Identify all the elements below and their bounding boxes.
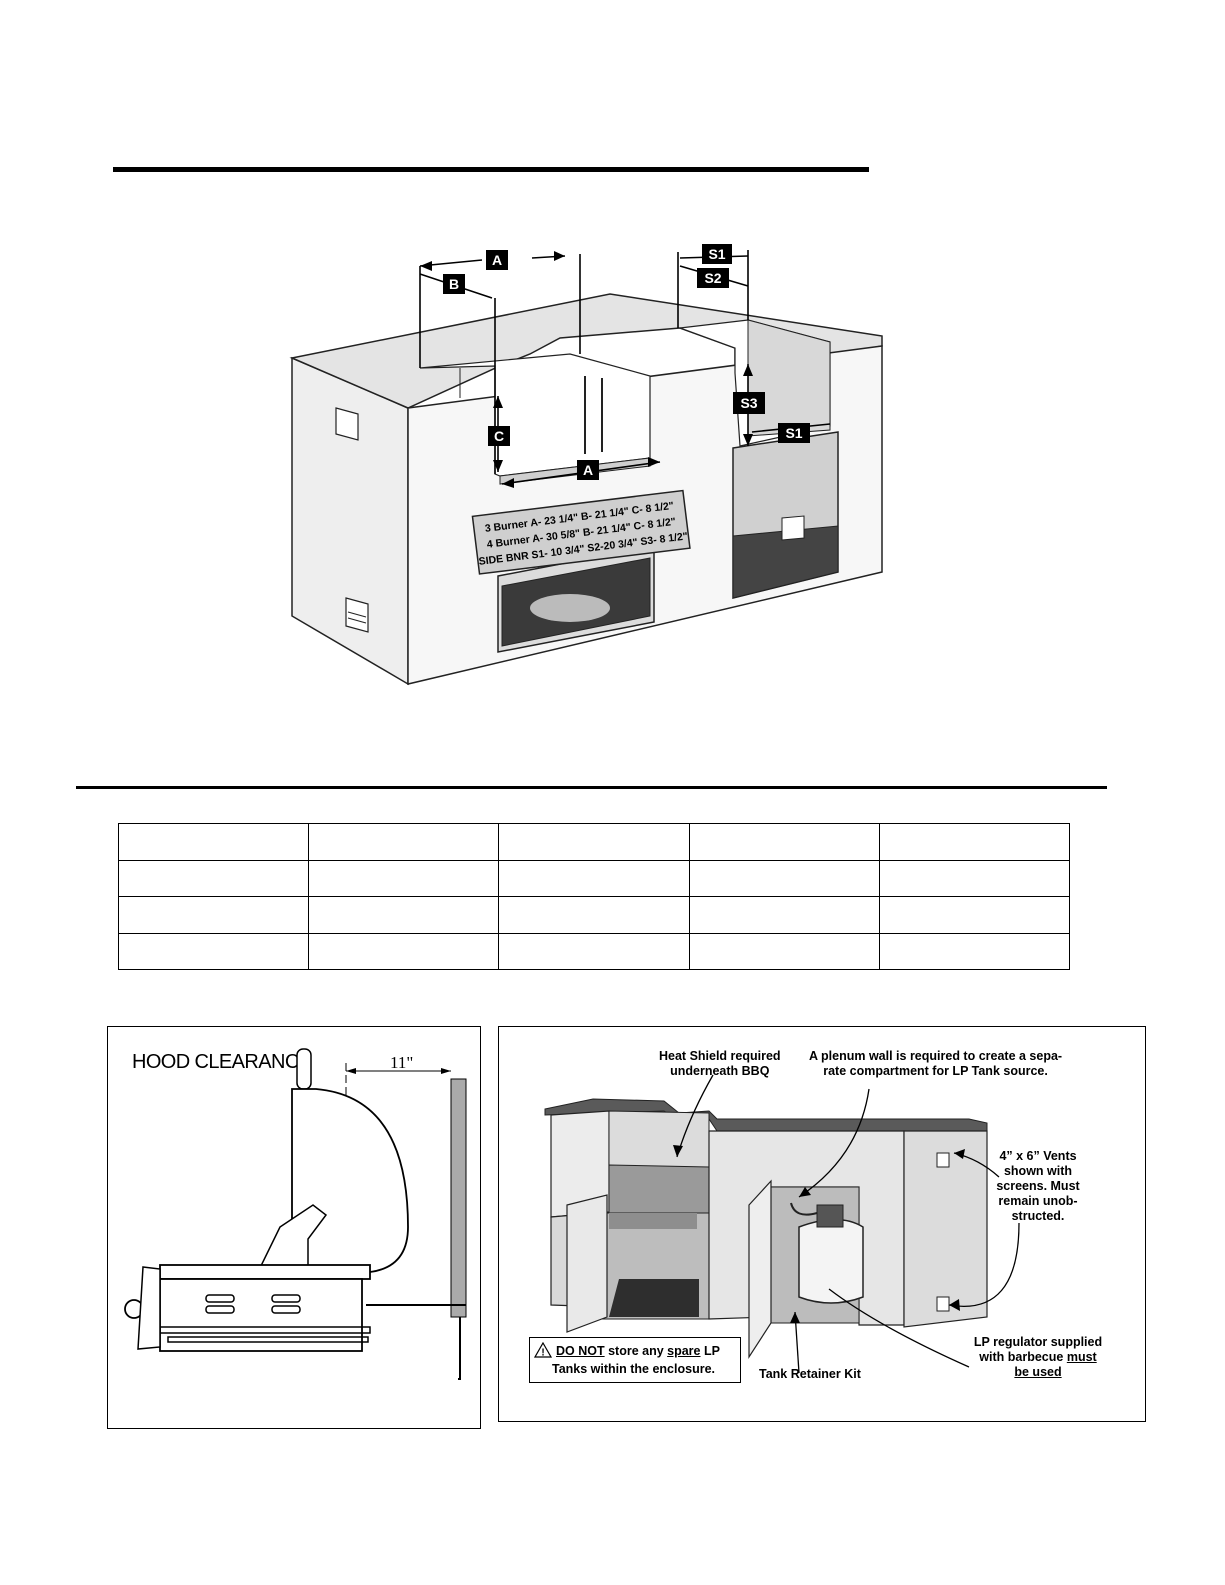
table-cell	[688, 859, 880, 897]
dimension-table	[117, 823, 1071, 970]
table-cell	[878, 932, 1071, 970]
label-s2: S2	[697, 268, 729, 288]
svg-text:A: A	[492, 252, 502, 268]
table-cell	[117, 896, 310, 934]
table-cell	[498, 859, 690, 897]
svg-text:S2: S2	[704, 270, 721, 286]
table-cell	[688, 823, 880, 861]
table-cell	[688, 932, 880, 970]
svg-text:A: A	[583, 462, 593, 478]
warning-icon: !	[534, 1342, 552, 1358]
heat-shield-callout: Heat Shield required underneath BBQ	[659, 1049, 781, 1078]
section-rule	[76, 786, 1107, 789]
table-cell	[878, 823, 1071, 861]
table-cell	[117, 932, 310, 970]
enclosure-panel: Heat Shield required underneath BBQ A pl…	[498, 1026, 1146, 1422]
svg-text:S1: S1	[785, 425, 802, 441]
svg-text:S3: S3	[740, 395, 757, 411]
spec-plate: 3 Burner A- 23 1/4" B- 21 1/4" C- 8 1/2"…	[471, 489, 691, 575]
top-rule	[113, 167, 869, 172]
label-s1-top: S1	[702, 244, 732, 264]
hood-clearance-title: HOOD CLEARANCE	[132, 1051, 312, 1073]
hood-clearance-drawing	[124, 1048, 467, 1380]
table-row	[117, 823, 1071, 861]
svg-text:S1: S1	[708, 246, 725, 262]
hood-clearance-dimension: 11"	[390, 1053, 414, 1072]
tank-retainer-callout: Tank Retainer Kit	[759, 1367, 861, 1381]
table-row	[117, 896, 1071, 934]
svg-text:B: B	[449, 276, 459, 292]
table-cell	[308, 932, 500, 970]
table-cell	[498, 823, 690, 861]
table-cell	[688, 896, 880, 934]
table-cell	[117, 859, 310, 897]
lp-regulator-callout: LP regulator supplied with barbecue must…	[973, 1335, 1103, 1379]
table-cell	[308, 823, 500, 861]
table-cell	[878, 859, 1071, 897]
label-c: C	[488, 426, 510, 446]
label-a-top: A	[486, 250, 508, 270]
table-cell	[117, 823, 310, 861]
svg-text:!: !	[541, 1348, 544, 1359]
table-cell	[308, 896, 500, 934]
svg-text:C: C	[494, 428, 504, 444]
table-row	[117, 932, 1071, 970]
plenum-wall-callout: A plenum wall is required to create a se…	[809, 1049, 1063, 1078]
enclosure-drawing	[544, 1074, 1020, 1374]
spare-tank-warning: ! DO NOT store any spare LP Tanks within…	[529, 1337, 741, 1383]
label-s1-lower: S1	[778, 423, 810, 443]
label-a-bottom: A	[577, 460, 599, 480]
table-cell	[498, 932, 690, 970]
table-cell	[308, 859, 500, 897]
table-cell	[878, 896, 1071, 934]
label-b: B	[443, 274, 465, 294]
table-row	[117, 859, 1071, 897]
vents-callout: 4” x 6” Vents shown with screens. Must r…	[996, 1149, 1080, 1223]
hood-clearance-panel: HOOD CLEARANCE 11"	[107, 1026, 481, 1429]
table-cell	[498, 896, 690, 934]
label-s3: S3	[733, 392, 765, 414]
island-cutout-diagram: A B C A S1 S2 S3 S1 3 Burner A- 23 1/4" …	[289, 244, 883, 686]
